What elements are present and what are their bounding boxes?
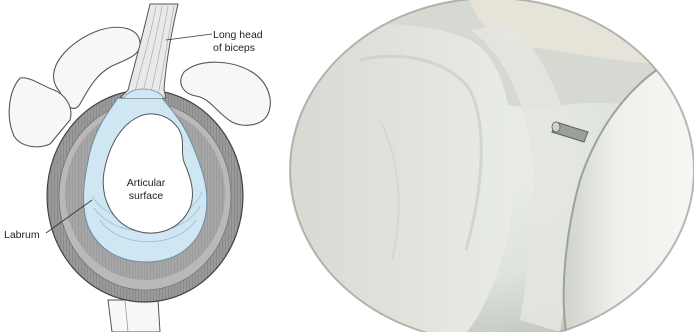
arthroscopic-photo bbox=[286, 0, 694, 332]
biceps-label-line1: Long head bbox=[213, 29, 263, 41]
labrum-label: Labrum bbox=[4, 229, 40, 241]
surface-label-line1: Articular bbox=[127, 177, 166, 189]
surface-label-line2: surface bbox=[129, 190, 164, 202]
biceps-label-line2: of biceps bbox=[213, 42, 255, 54]
anatomy-diagram: Long head of biceps Articular surface La… bbox=[4, 4, 270, 332]
biceps-leader-line bbox=[166, 34, 212, 40]
scapula-neck bbox=[108, 300, 160, 332]
